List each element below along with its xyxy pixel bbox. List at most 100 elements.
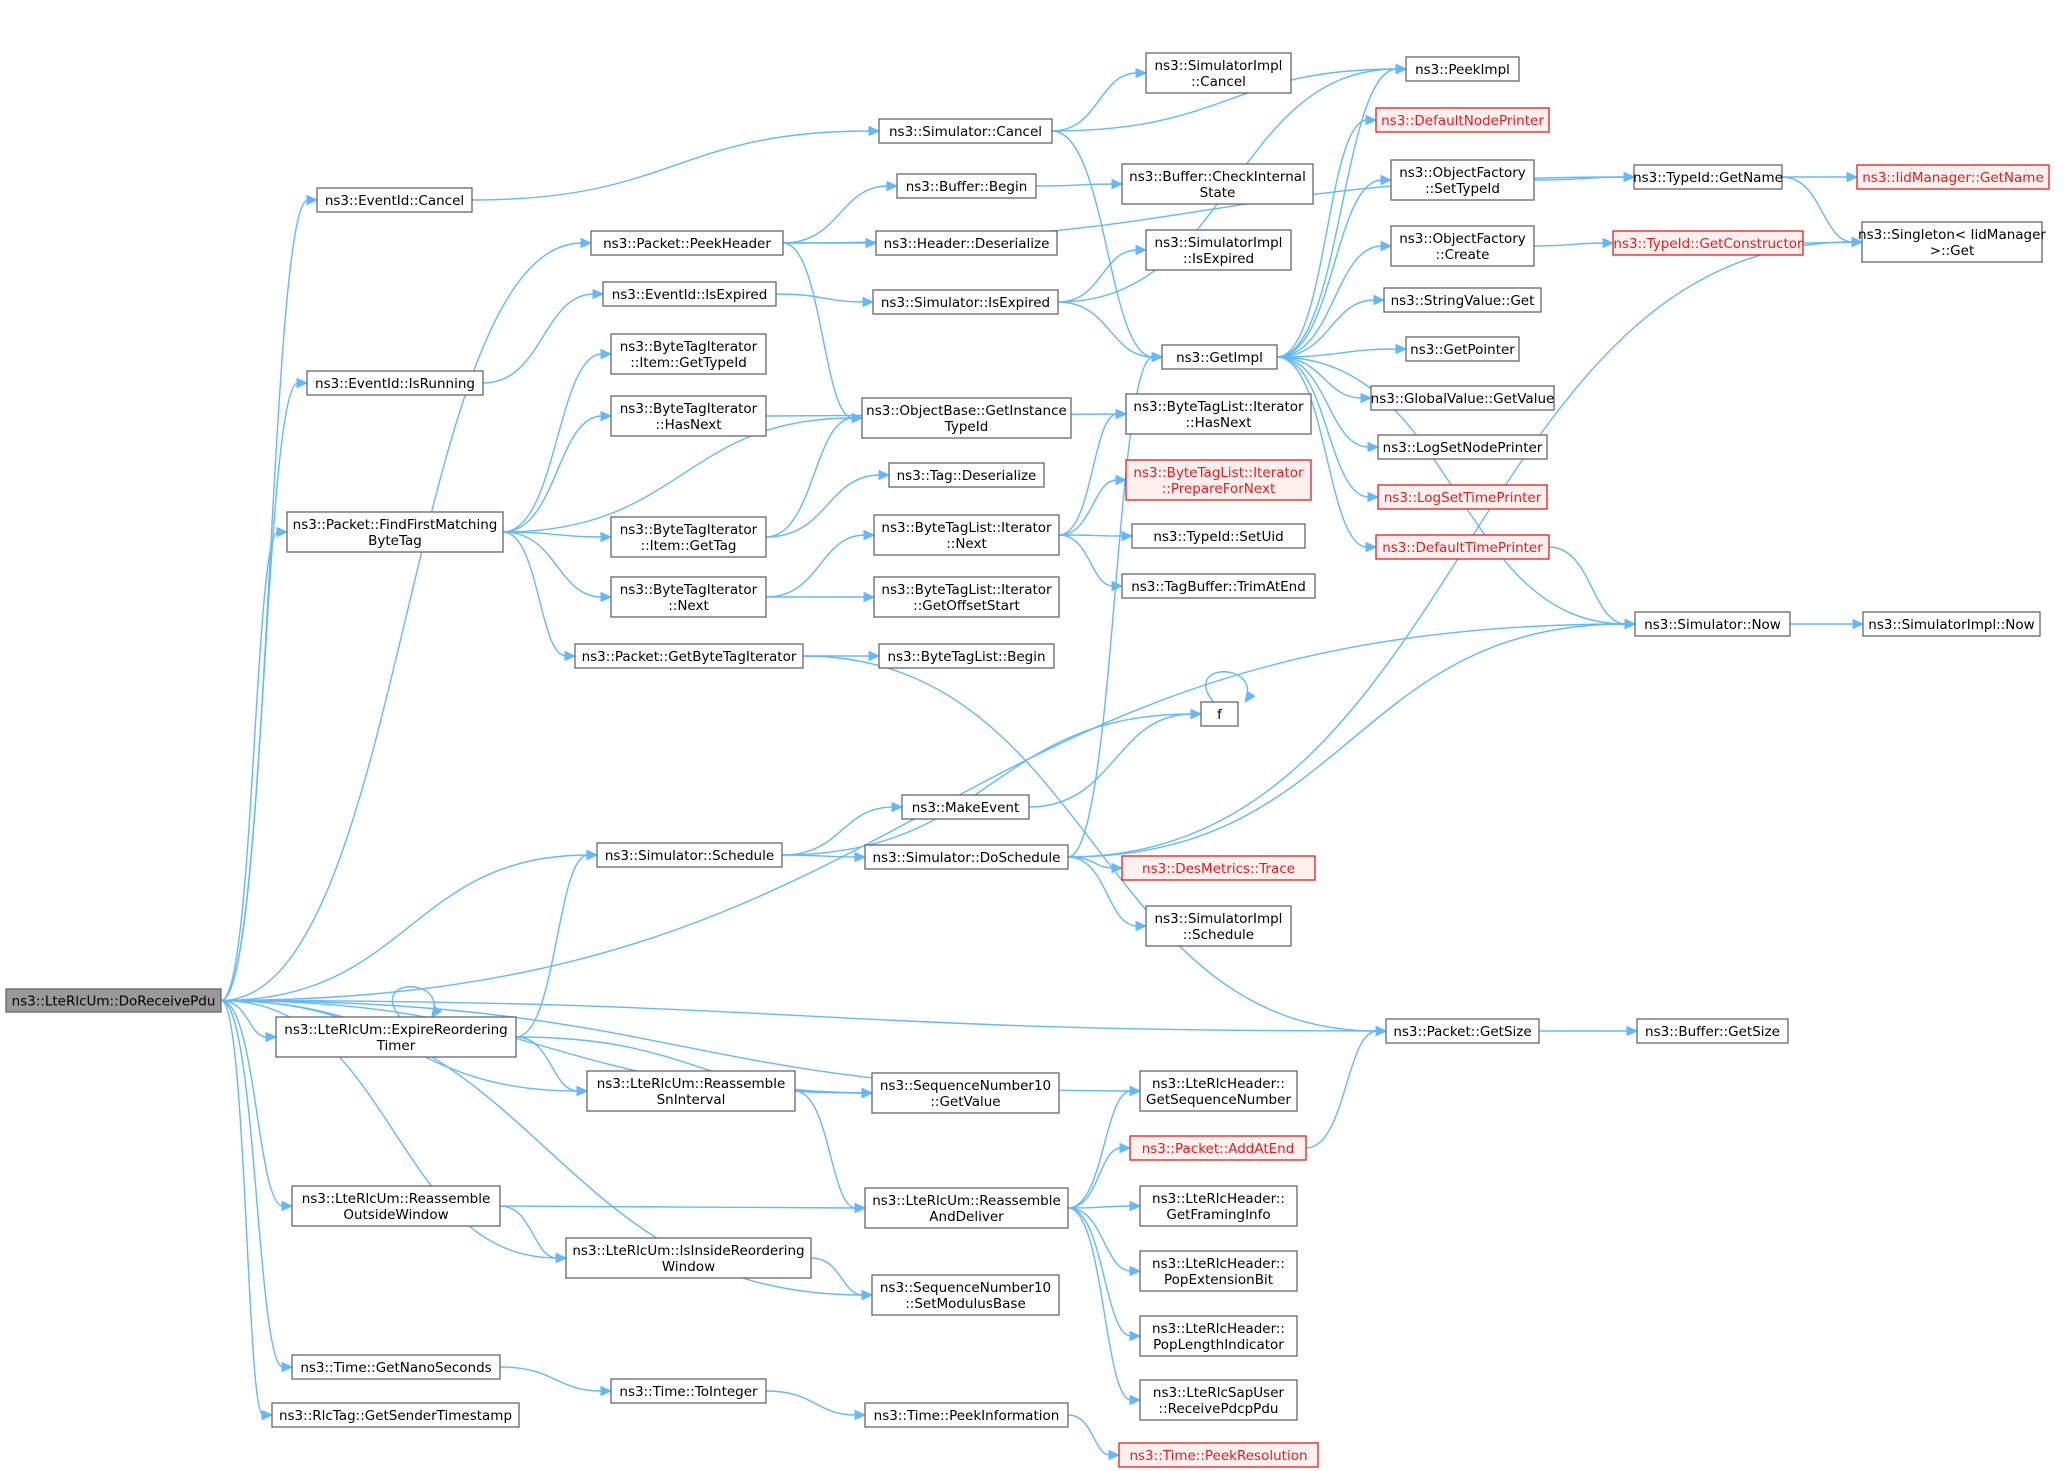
- node-box: [1139, 1379, 1298, 1421]
- node-typeid-getname[interactable]: ns3::TypeId::GetName: [1633, 164, 1783, 190]
- node-stringvalue-get[interactable]: ns3::StringValue::Get: [1383, 287, 1542, 313]
- node-rlctag-sender[interactable]: ns3::RlcTag::GetSenderTimestamp: [271, 1402, 520, 1428]
- node-box: [1405, 56, 1520, 82]
- arrowhead-icon: [1360, 392, 1373, 404]
- node-sim-doschedule[interactable]: ns3::Simulator::DoSchedule: [864, 844, 1069, 870]
- edge-getimpl-to-globalvalue_getvalue: [1276, 356, 1373, 404]
- node-typeid-setuid[interactable]: ns3::TypeId::SetUid: [1131, 523, 1306, 549]
- node-lterlcheader-popext[interactable]: ns3::LteRlcHeader::PopExtensionBit: [1139, 1250, 1298, 1292]
- edge-sim_isexpired-to-getimpl: [1057, 301, 1164, 363]
- node-sim-schedule[interactable]: ns3::Simulator::Schedule: [596, 842, 783, 868]
- node-packet-getsize[interactable]: ns3::Packet::GetSize: [1385, 1018, 1540, 1044]
- node-btl-iter-getoffset[interactable]: ns3::ByteTagList::Iterator::GetOffsetSta…: [873, 576, 1060, 618]
- edge-sim_doschedule-to-simimpl_schedule: [1067, 856, 1148, 932]
- node-simimpl-now[interactable]: ns3::SimulatorImpl::Now: [1862, 611, 2041, 637]
- node-sim-isexpired[interactable]: ns3::Simulator::IsExpired: [872, 289, 1059, 315]
- node-time-tointeger[interactable]: ns3::Time::ToInteger: [610, 1378, 767, 1404]
- node-label: ns3::EventId::IsExpired: [612, 287, 768, 303]
- node-label: ns3::Time::GetNanoSeconds: [300, 1360, 491, 1376]
- node-btl-iter-prepare[interactable]: ns3::ByteTagList::Iterator::PrepareForNe…: [1125, 459, 1312, 501]
- node-logsettimeprinter[interactable]: ns3::LogSetTimePrinter: [1377, 484, 1548, 510]
- node-lterlcheader-getframing[interactable]: ns3::LteRlcHeader::GetFramingInfo: [1139, 1185, 1298, 1227]
- node-defaulttimeprinter[interactable]: ns3::DefaultTimePrinter: [1375, 534, 1550, 560]
- node-btl-begin[interactable]: ns3::ByteTagList::Begin: [878, 643, 1055, 669]
- node-sim-now[interactable]: ns3::Simulator::Now: [1634, 611, 1791, 637]
- node-label: ns3::Buffer::GetSize: [1645, 1024, 1780, 1040]
- node-objfactory-create[interactable]: ns3::ObjectFactory::Create: [1390, 225, 1535, 267]
- node-peekimpl[interactable]: ns3::PeekImpl: [1405, 56, 1520, 82]
- arrowhead-icon: [868, 125, 881, 137]
- node-packet-peekheader[interactable]: ns3::Packet::PeekHeader: [590, 230, 784, 256]
- node-buffer-getsize[interactable]: ns3::Buffer::GetSize: [1636, 1018, 1789, 1044]
- node-simimpl-isexpired[interactable]: ns3::SimulatorImpl::IsExpired: [1145, 229, 1292, 271]
- node-typeid-getctor[interactable]: ns3::TypeId::GetConstructor: [1612, 230, 1804, 256]
- node-packet-getbti[interactable]: ns3::Packet::GetByteTagIterator: [574, 643, 804, 669]
- node-lterlcheader-getseq[interactable]: ns3::LteRlcHeader::GetSequenceNumber: [1139, 1070, 1298, 1112]
- node-bti-item-gettypeid[interactable]: ns3::ByteTagIterator::Item::GetTypeId: [610, 333, 767, 375]
- node-getimpl[interactable]: ns3::GetImpl: [1161, 344, 1278, 370]
- node-box: [1861, 221, 2043, 263]
- node-buffer-begin[interactable]: ns3::Buffer::Begin: [896, 173, 1037, 199]
- node-desmetrics-trace[interactable]: ns3::DesMetrics::Trace: [1121, 855, 1316, 881]
- node-label: AndDeliver: [929, 1209, 1004, 1225]
- node-label: ns3::TypeId::SetUid: [1153, 529, 1283, 545]
- node-defaultnodeprinter[interactable]: ns3::DefaultNodePrinter: [1375, 107, 1550, 133]
- node-lterlcheader-poplen[interactable]: ns3::LteRlcHeader::PopLengthIndicator: [1139, 1315, 1298, 1357]
- node-tagbuffer-trim[interactable]: ns3::TagBuffer::TrimAtEnd: [1121, 573, 1316, 599]
- node-box: [1633, 164, 1783, 190]
- node-logsetnodeprinter[interactable]: ns3::LogSetNodePrinter: [1377, 434, 1548, 460]
- node-iidmanager-getname[interactable]: ns3::IidManager::GetName: [1856, 164, 2050, 190]
- node-globalvalue-getvalue[interactable]: ns3::GlobalValue::GetValue: [1370, 385, 1555, 411]
- node-eventid-isrunning[interactable]: ns3::EventId::IsRunning: [306, 370, 484, 396]
- edge-packet_peekheader-to-header_deser: [783, 237, 878, 249]
- node-bti-hasnext[interactable]: ns3::ByteTagIterator::HasNext: [610, 395, 767, 437]
- node-seq-setmod[interactable]: ns3::SequenceNumber10::SetModulusBase: [871, 1274, 1060, 1316]
- node-packet-addatend[interactable]: ns3::Packet::AddAtEnd: [1129, 1135, 1307, 1161]
- node-label: ns3::LteRlcUm::DoReceivePdu: [12, 994, 216, 1010]
- node-btl-iter-hasnext[interactable]: ns3::ByteTagList::Iterator::HasNext: [1125, 393, 1312, 435]
- node-seq-getvalue[interactable]: ns3::SequenceNumber10::GetValue: [871, 1072, 1060, 1114]
- node-singleton-get[interactable]: ns3::Singleton< IidManager>::Get: [1858, 221, 2046, 263]
- nodes-layer: ns3::LteRlcUm::DoReceivePdu ns3::EventId:…: [5, 52, 2050, 1468]
- node-header-deser[interactable]: ns3::Header::Deserialize: [875, 230, 1058, 256]
- edge-sim_schedule-to-sim_doschedule: [781, 851, 867, 863]
- node-bti-next[interactable]: ns3::ByteTagIterator::Next: [610, 576, 767, 618]
- node-objfactory-settypeid[interactable]: ns3::ObjectFactory::SetTypeId: [1390, 159, 1535, 201]
- edge-line: [1276, 356, 1370, 498]
- node-f[interactable]: f: [1200, 701, 1239, 727]
- edge-line: [1035, 183, 1114, 187]
- node-time-peekres[interactable]: ns3::Time::PeekResolution: [1118, 1442, 1319, 1468]
- node-tag-deser[interactable]: ns3::Tag::Deserialize: [888, 462, 1045, 488]
- node-box: [1390, 225, 1535, 267]
- node-simimpl-schedule[interactable]: ns3::SimulatorImpl::Schedule: [1145, 905, 1292, 947]
- node-time-getnano[interactable]: ns3::Time::GetNanoSeconds: [291, 1354, 501, 1380]
- edge-line: [1781, 176, 1854, 243]
- edge-line: [502, 531, 567, 657]
- node-sim-cancel[interactable]: ns3::Simulator::Cancel: [878, 118, 1053, 144]
- node-time-peekinfo[interactable]: ns3::Time::PeekInformation: [864, 1402, 1069, 1428]
- node-eventid-isexpired[interactable]: ns3::EventId::IsExpired: [602, 281, 777, 307]
- node-simimpl-cancel[interactable]: ns3::SimulatorImpl::Cancel: [1145, 52, 1292, 94]
- node-label: ::PrepareForNext: [1162, 481, 1276, 497]
- node-box: [610, 576, 767, 618]
- node-getpointer[interactable]: ns3::GetPointer: [1405, 336, 1520, 362]
- node-box: [1385, 1018, 1540, 1044]
- arrowhead-icon: [1395, 343, 1408, 355]
- edge-line: [502, 531, 603, 598]
- node-eventid-cancel[interactable]: ns3::EventId::Cancel: [316, 187, 473, 213]
- node-btl-iter-next[interactable]: ns3::ByteTagList::Iterator::Next: [873, 514, 1060, 556]
- node-label: ::Schedule: [1183, 927, 1254, 943]
- node-makeevent[interactable]: ns3::MakeEvent: [901, 794, 1030, 820]
- node-root[interactable]: ns3::LteRlcUm::DoReceivePdu: [5, 988, 222, 1013]
- node-bti-item-gettag[interactable]: ns3::ByteTagIterator::Item::GetTag: [610, 516, 767, 558]
- edge-line: [1276, 68, 1398, 358]
- node-lterlcsap-receive[interactable]: ns3::LteRlcSapUser::ReceivePdcpPdu: [1139, 1379, 1298, 1421]
